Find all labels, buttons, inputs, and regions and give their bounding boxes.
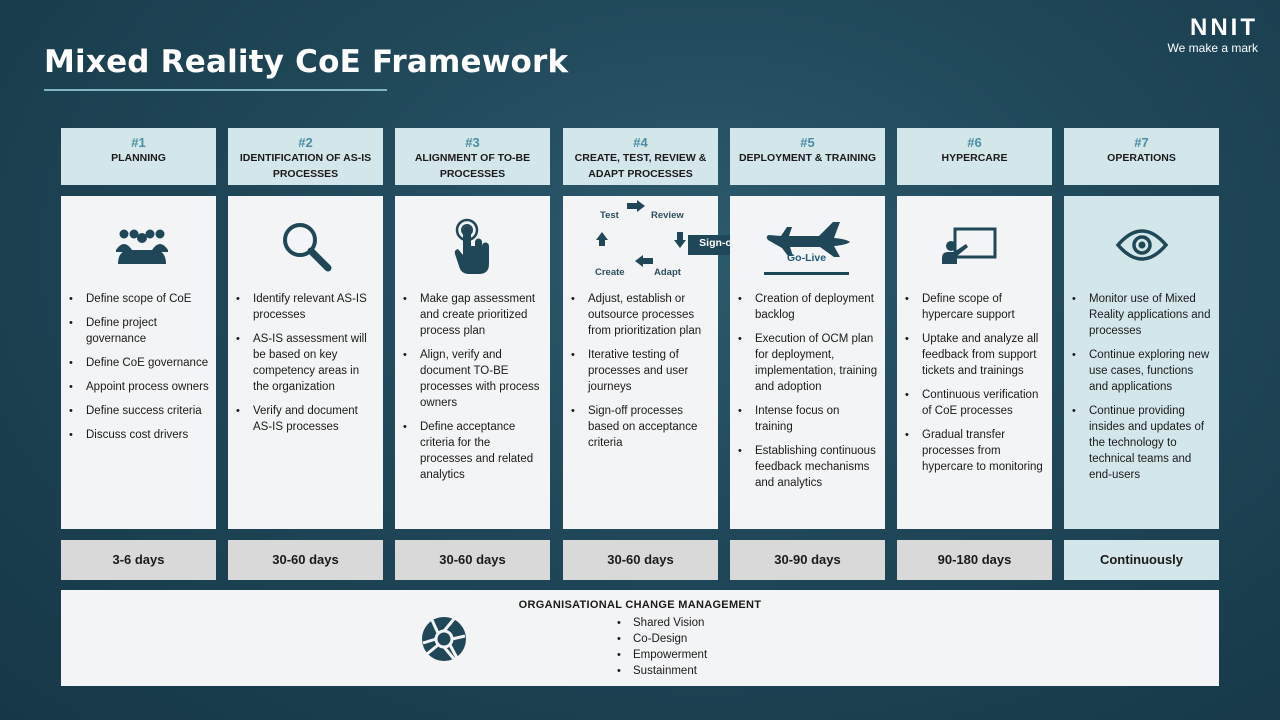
list-item: Define acceptance criteria for the proce… — [403, 419, 544, 483]
ocm-list: Shared Vision Co-Design Empowerment Sust… — [617, 615, 707, 679]
airplane-icon — [766, 222, 850, 257]
phase-header-3: #3 ALIGNMENT OF TO-BE PROCESSES — [395, 128, 550, 185]
phase-number: #2 — [298, 135, 313, 150]
duration-badge: 30-90 days — [730, 540, 885, 580]
list-item: Empowerment — [617, 647, 707, 663]
cycle-label-adapt: Adapt — [654, 267, 681, 278]
brand-logo: NNIT — [1190, 14, 1258, 41]
phase-name: PLANNING — [111, 152, 166, 164]
ocm-title: ORGANISATIONAL CHANGE MANAGEMENT — [518, 599, 762, 611]
phase-number: #7 — [1134, 135, 1149, 150]
phase-name: IDENTIFICATION OF AS-IS PROCESSES — [239, 152, 372, 180]
list-item: Define project governance — [69, 315, 210, 347]
duration-badge: Continuously — [1064, 540, 1219, 580]
bullet-list: Define scope of hypercare support Uptake… — [897, 291, 1052, 483]
list-item: Monitor use of Mixed Reality application… — [1072, 291, 1213, 339]
phase-header-1: #1 PLANNING — [61, 128, 216, 185]
list-item: Intense focus on training — [738, 403, 879, 435]
phase-name: ALIGNMENT OF TO-BE PROCESSES — [414, 152, 531, 180]
duration-badge: 30-60 days — [395, 540, 550, 580]
list-item: Sign-off processes based on acceptance c… — [571, 403, 712, 451]
list-item: Co-Design — [617, 631, 707, 647]
phase-number: #3 — [465, 135, 480, 150]
list-item: Shared Vision — [617, 615, 707, 631]
list-item: Verify and document AS-IS processes — [236, 403, 377, 435]
phase-body-6: Define scope of hypercare support Uptake… — [897, 196, 1052, 529]
phase-body-7: Monitor use of Mixed Reality application… — [1064, 196, 1219, 529]
phase-number: #4 — [633, 135, 648, 150]
phase-name: HYPERCARE — [941, 152, 1008, 164]
phase-number: #5 — [800, 135, 815, 150]
cycle-label-test: Test — [600, 210, 619, 221]
phase-header-6: #6 HYPERCARE — [897, 128, 1052, 185]
phase-body-1: Define scope of CoE Define project gover… — [61, 196, 216, 529]
list-item: Iterative testing of processes and user … — [571, 347, 712, 395]
cycle-label-review: Review — [651, 210, 684, 221]
list-item: Appoint process owners — [69, 379, 210, 395]
phase-body-5: Go-Live Creation of deployment backlog E… — [730, 196, 885, 529]
duration-badge: 30-60 days — [228, 540, 383, 580]
bullet-list: Creation of deployment backlog Execution… — [730, 291, 885, 499]
phase-number: #1 — [131, 135, 146, 150]
phase-header-2: #2 IDENTIFICATION OF AS-IS PROCESSES — [228, 128, 383, 185]
list-item: AS-IS assessment will be based on key co… — [236, 331, 377, 395]
phase-name: OPERATIONS — [1107, 152, 1176, 164]
cycle-arrows — [596, 200, 686, 267]
list-item: Define scope of hypercare support — [905, 291, 1046, 323]
list-item: Identify relevant AS-IS processes — [236, 291, 377, 323]
bullet-list: Monitor use of Mixed Reality application… — [1064, 291, 1219, 491]
phase-body-2: Identify relevant AS-IS processes AS-IS … — [228, 196, 383, 529]
list-item: Define scope of CoE — [69, 291, 210, 307]
aperture-icon — [422, 617, 466, 661]
phase-body-3: Make gap assessment and create prioritiz… — [395, 196, 550, 529]
cycle-label-create: Create — [595, 267, 625, 278]
group-icon — [116, 229, 168, 264]
list-item: Define success criteria — [69, 403, 210, 419]
list-item: Align, verify and document TO-BE process… — [403, 347, 544, 411]
phase-header-5: #5 DEPLOYMENT & TRAINING — [730, 128, 885, 185]
duration-badge: 3-6 days — [61, 540, 216, 580]
list-item: Continue providing insides and updates o… — [1072, 403, 1213, 483]
list-item: Discuss cost drivers — [69, 427, 210, 443]
cycle-icon: Test Review Create Adapt — [563, 196, 718, 291]
brand: NNIT We make a mark — [1168, 16, 1258, 56]
presenter-icon — [942, 227, 997, 264]
title-underline — [44, 89, 387, 91]
phase-name: DEPLOYMENT & TRAINING — [738, 152, 877, 164]
list-item: Continue exploring new use cases, functi… — [1072, 347, 1213, 395]
list-item: Uptake and analyze all feedback from sup… — [905, 331, 1046, 379]
golive-label: Go-Live — [787, 252, 827, 264]
phase-number: #6 — [967, 135, 982, 150]
phase-body-4: Test Review Create Adapt Adjust, establi… — [563, 196, 718, 529]
list-item: Creation of deployment backlog — [738, 291, 879, 323]
list-item: Adjust, establish or outsource processes… — [571, 291, 712, 339]
touch-icon — [454, 218, 489, 274]
duration-badge: 90-180 days — [897, 540, 1052, 580]
list-item: Execution of OCM plan for deployment, im… — [738, 331, 879, 395]
brand-tagline: We make a mark — [1167, 41, 1258, 55]
page-title: Mixed Reality CoE Framework — [44, 44, 569, 80]
duration-badge: 30-60 days — [563, 540, 718, 580]
bullet-list: Adjust, establish or outsource processes… — [563, 291, 718, 459]
phase-header-7: #7 OPERATIONS — [1064, 128, 1219, 185]
ocm-panel: ORGANISATIONAL CHANGE MANAGEMENT Shared … — [61, 590, 1219, 686]
list-item: Continuous verification of CoE processes — [905, 387, 1046, 419]
list-item: Establishing continuous feedback mechani… — [738, 443, 879, 491]
list-item: Gradual transfer processes from hypercar… — [905, 427, 1046, 475]
phase-name: CREATE, TEST, REVIEW & ADAPT PROCESSES — [574, 152, 707, 180]
list-item: Make gap assessment and create prioritiz… — [403, 291, 544, 339]
search-icon — [283, 223, 332, 272]
bullet-list: Define scope of CoE Define project gover… — [61, 291, 216, 451]
phase-header-4: #4 CREATE, TEST, REVIEW & ADAPT PROCESSE… — [563, 128, 718, 185]
bullet-list: Identify relevant AS-IS processes AS-IS … — [228, 291, 383, 443]
list-item: Sustainment — [617, 663, 707, 679]
eye-icon — [1115, 229, 1169, 261]
signoff-label: Sign-off — [699, 237, 739, 249]
bullet-list: Make gap assessment and create prioritiz… — [395, 291, 550, 491]
golive-underline — [764, 272, 849, 275]
list-item: Define CoE governance — [69, 355, 210, 371]
